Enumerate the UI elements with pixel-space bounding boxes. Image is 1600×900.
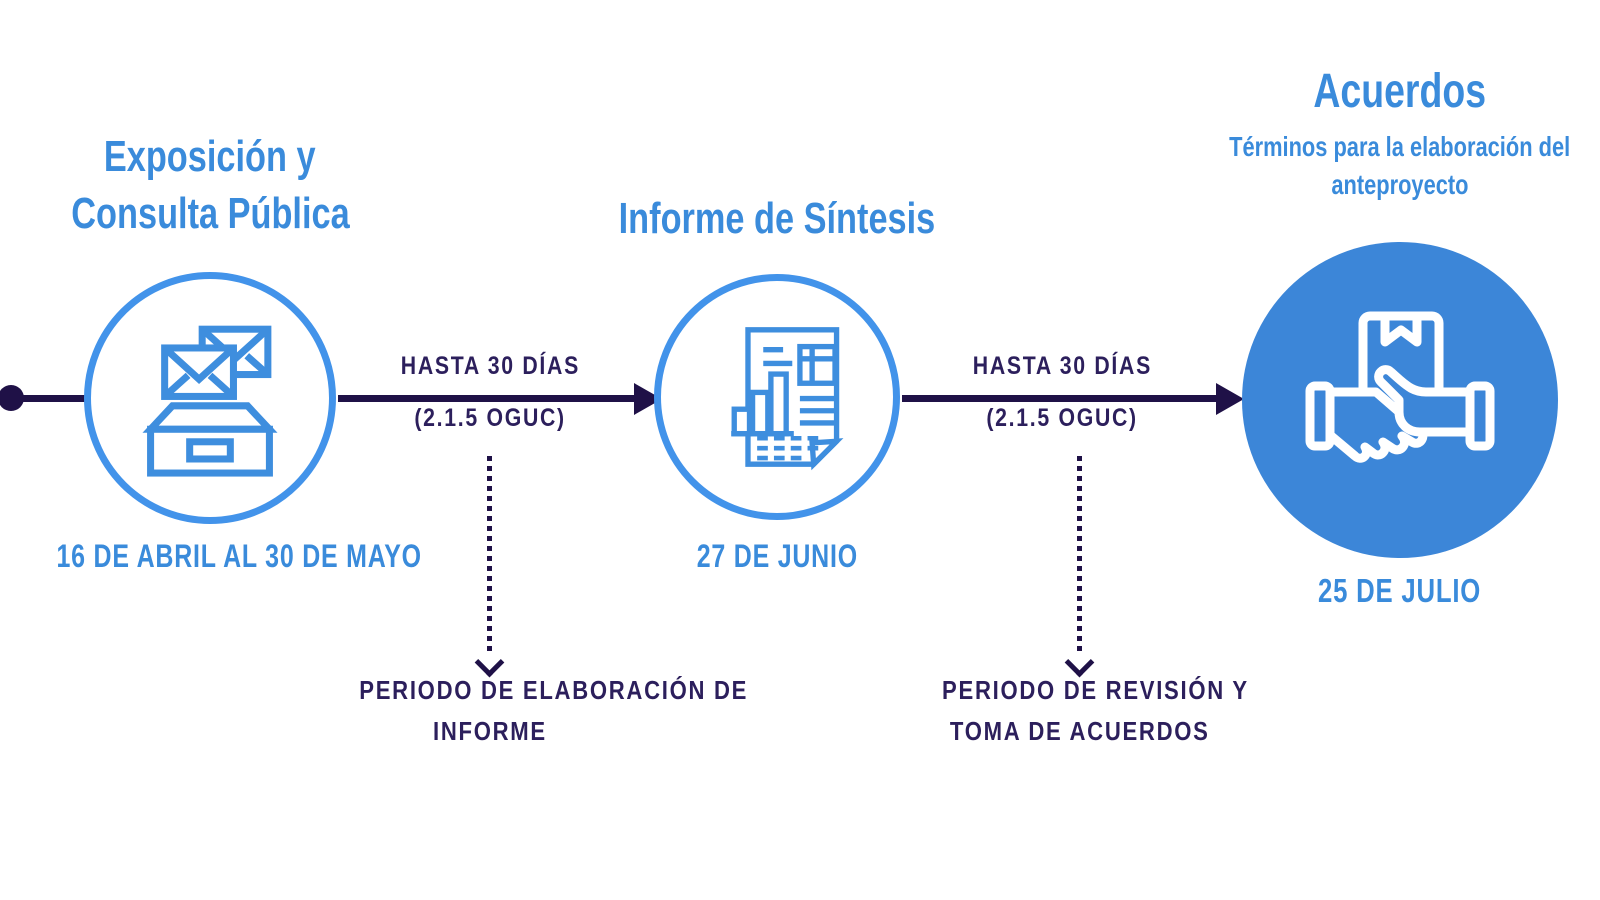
step3-title: Acuerdos (1313, 65, 1487, 118)
handshake-package-icon (1305, 311, 1495, 463)
connector1-duration-label: HASTA 30 DÍAS (400, 352, 580, 380)
step1-circle (84, 272, 336, 524)
step2-circle (654, 274, 900, 520)
step1-date: 16 DE ABRIL AL 30 DE MAYO (56, 538, 422, 574)
step3-circle (1242, 242, 1558, 558)
step2-title: Informe de Síntesis (618, 194, 936, 243)
step1-title: Exposición y Consulta Pública (0, 128, 430, 242)
connector1-dotted-arrow (487, 456, 492, 656)
arrowhead-right-icon (1216, 383, 1244, 415)
step3-subtitle: Términos para la elaboración del antepro… (1229, 131, 1571, 200)
connector2-dotted-arrow (1077, 456, 1082, 656)
connector1-regulation-label: (2.1.5 OGUC) (414, 404, 566, 432)
report-document-icon (731, 327, 844, 471)
connector1-note: PERIODO DE ELABORACIÓN DE INFORME (359, 675, 749, 747)
connector2-regulation-label: (2.1.5 OGUC) (986, 404, 1138, 432)
connector2-note: PERIODO DE REVISIÓN Y TOMA DE ACUERDOS (942, 675, 1249, 747)
inbox-envelopes-icon (142, 325, 278, 477)
step3-date: 25 DE JULIO (1318, 572, 1482, 609)
step2-date: 27 DE JUNIO (696, 538, 858, 574)
connector2-duration-label: HASTA 30 DÍAS (972, 352, 1152, 380)
timeline-segment (338, 395, 638, 402)
step1-title-line2: Consulta Pública (70, 189, 350, 239)
step1-title-line1: Exposición y (104, 132, 316, 181)
timeline-segment (902, 395, 1220, 402)
timeline-segment (10, 395, 88, 402)
